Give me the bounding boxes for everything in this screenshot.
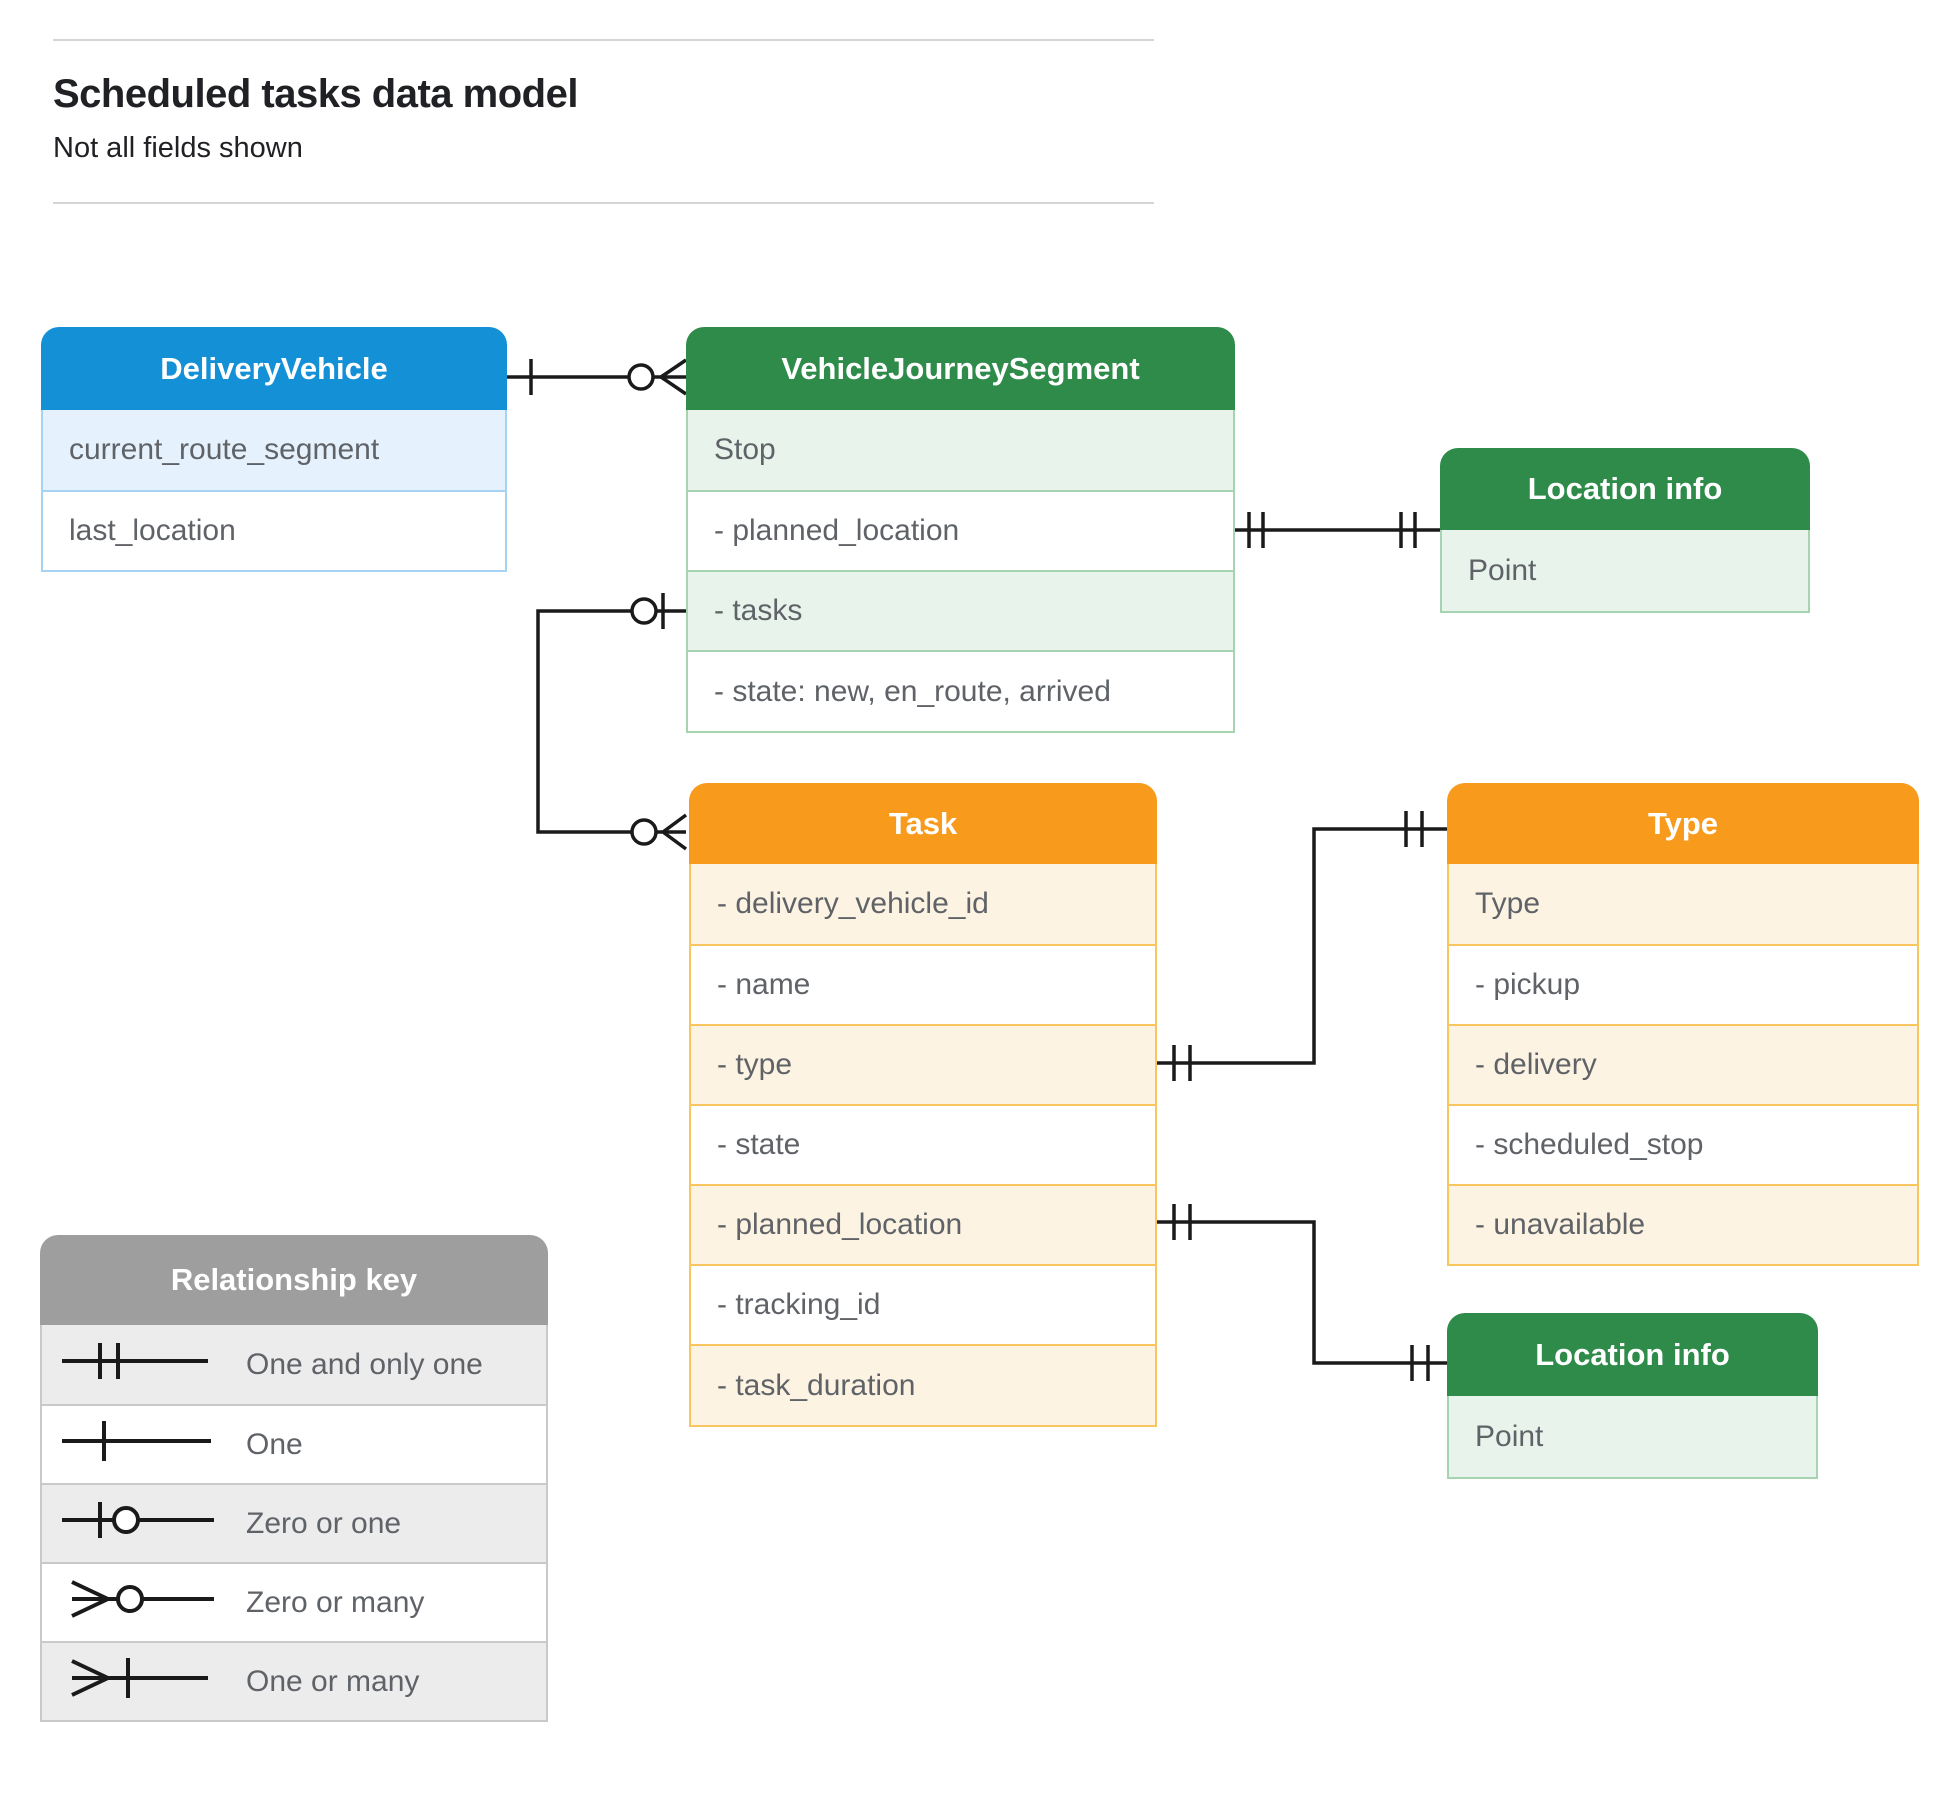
legend-label: One <box>246 1427 303 1461</box>
legend-item-zero-or-one: Zero or one <box>42 1483 546 1562</box>
entity-vehicle-journey-segment-fields: Stop - planned_location - tasks - state:… <box>686 410 1235 733</box>
field-name: - name <box>691 944 1155 1024</box>
legend-label: Zero or one <box>246 1506 402 1540</box>
legend-label: One or many <box>246 1664 420 1698</box>
entity-type-title: Type <box>1447 783 1919 864</box>
entity-task: Task - delivery_vehicle_id - name - type… <box>689 783 1157 1427</box>
entity-delivery-vehicle: DeliveryVehicle current_route_segment la… <box>41 327 507 572</box>
field-planned-location: - planned_location <box>688 490 1233 570</box>
one-and-only-one-icon <box>56 1333 228 1397</box>
connector-tasks-task <box>536 593 688 851</box>
entity-location-info-top: Location info Point <box>1440 448 1810 613</box>
zero-or-one-icon <box>56 1492 228 1556</box>
one-or-many-icon <box>56 1650 228 1714</box>
field-delivery: - delivery <box>1449 1024 1917 1104</box>
field-state: - state: new, en_route, arrived <box>688 650 1233 731</box>
relationship-key: Relationship key One and only one One <box>40 1235 548 1722</box>
legend-label: One and only one <box>246 1347 483 1381</box>
entity-task-title: Task <box>689 783 1157 864</box>
subtitle-divider <box>53 202 1154 204</box>
field-type: - type <box>691 1024 1155 1104</box>
field-delivery-vehicle-id: - delivery_vehicle_id <box>691 864 1155 944</box>
entity-location-info-top-fields: Point <box>1440 530 1810 613</box>
page-subtitle: Not all fields shown <box>53 132 303 164</box>
entity-location-info-bottom-title: Location info <box>1447 1313 1818 1396</box>
entity-vehicle-journey-segment: VehicleJourneySegment Stop - planned_loc… <box>686 327 1235 733</box>
entity-delivery-vehicle-fields: current_route_segment last_location <box>41 410 507 572</box>
entity-task-fields: - delivery_vehicle_id - name - type - st… <box>689 864 1157 1427</box>
field-point: Point <box>1449 1396 1816 1477</box>
connector-type-typeentity <box>1157 811 1447 1081</box>
relationship-key-title: Relationship key <box>40 1235 548 1325</box>
one-icon <box>56 1413 228 1477</box>
legend-item-one-or-many: One or many <box>42 1641 546 1720</box>
field-pickup: - pickup <box>1449 944 1917 1024</box>
entity-type: Type Type - pickup - delivery - schedule… <box>1447 783 1919 1266</box>
connector-taskplannedlocation-locationinfo <box>1157 1204 1447 1381</box>
field-current-route-segment: current_route_segment <box>43 410 505 490</box>
field-task-duration: - task_duration <box>691 1344 1155 1425</box>
field-unavailable: - unavailable <box>1449 1184 1917 1264</box>
relationship-key-rows: One and only one One Zero or one <box>40 1325 548 1722</box>
connector-plannedlocation-locationinfo <box>1235 512 1440 548</box>
legend-item-one: One <box>42 1404 546 1483</box>
connector-deliveryvehicle-vehiclejourneysegment <box>507 358 687 396</box>
field-tasks: - tasks <box>688 570 1233 650</box>
entity-location-info-bottom: Location info Point <box>1447 1313 1818 1479</box>
field-stop: Stop <box>688 410 1233 490</box>
zero-or-many-icon <box>56 1571 228 1635</box>
entity-location-info-top-title: Location info <box>1440 448 1810 530</box>
field-type-header: Type <box>1449 864 1917 944</box>
field-planned-location: - planned_location <box>691 1184 1155 1264</box>
page-title: Scheduled tasks data model <box>53 72 578 116</box>
entity-location-info-bottom-fields: Point <box>1447 1396 1818 1479</box>
entity-delivery-vehicle-title: DeliveryVehicle <box>41 327 507 410</box>
field-state: - state <box>691 1104 1155 1184</box>
legend-label: Zero or many <box>246 1585 425 1619</box>
legend-item-zero-or-many: Zero or many <box>42 1562 546 1641</box>
field-tracking-id: - tracking_id <box>691 1264 1155 1344</box>
entity-vehicle-journey-segment-title: VehicleJourneySegment <box>686 327 1235 410</box>
field-last-location: last_location <box>43 490 505 570</box>
field-point: Point <box>1442 530 1808 611</box>
legend-item-one-and-only-one: One and only one <box>42 1325 546 1404</box>
top-divider <box>53 39 1154 41</box>
field-scheduled-stop: - scheduled_stop <box>1449 1104 1917 1184</box>
entity-type-fields: Type - pickup - delivery - scheduled_sto… <box>1447 864 1919 1266</box>
